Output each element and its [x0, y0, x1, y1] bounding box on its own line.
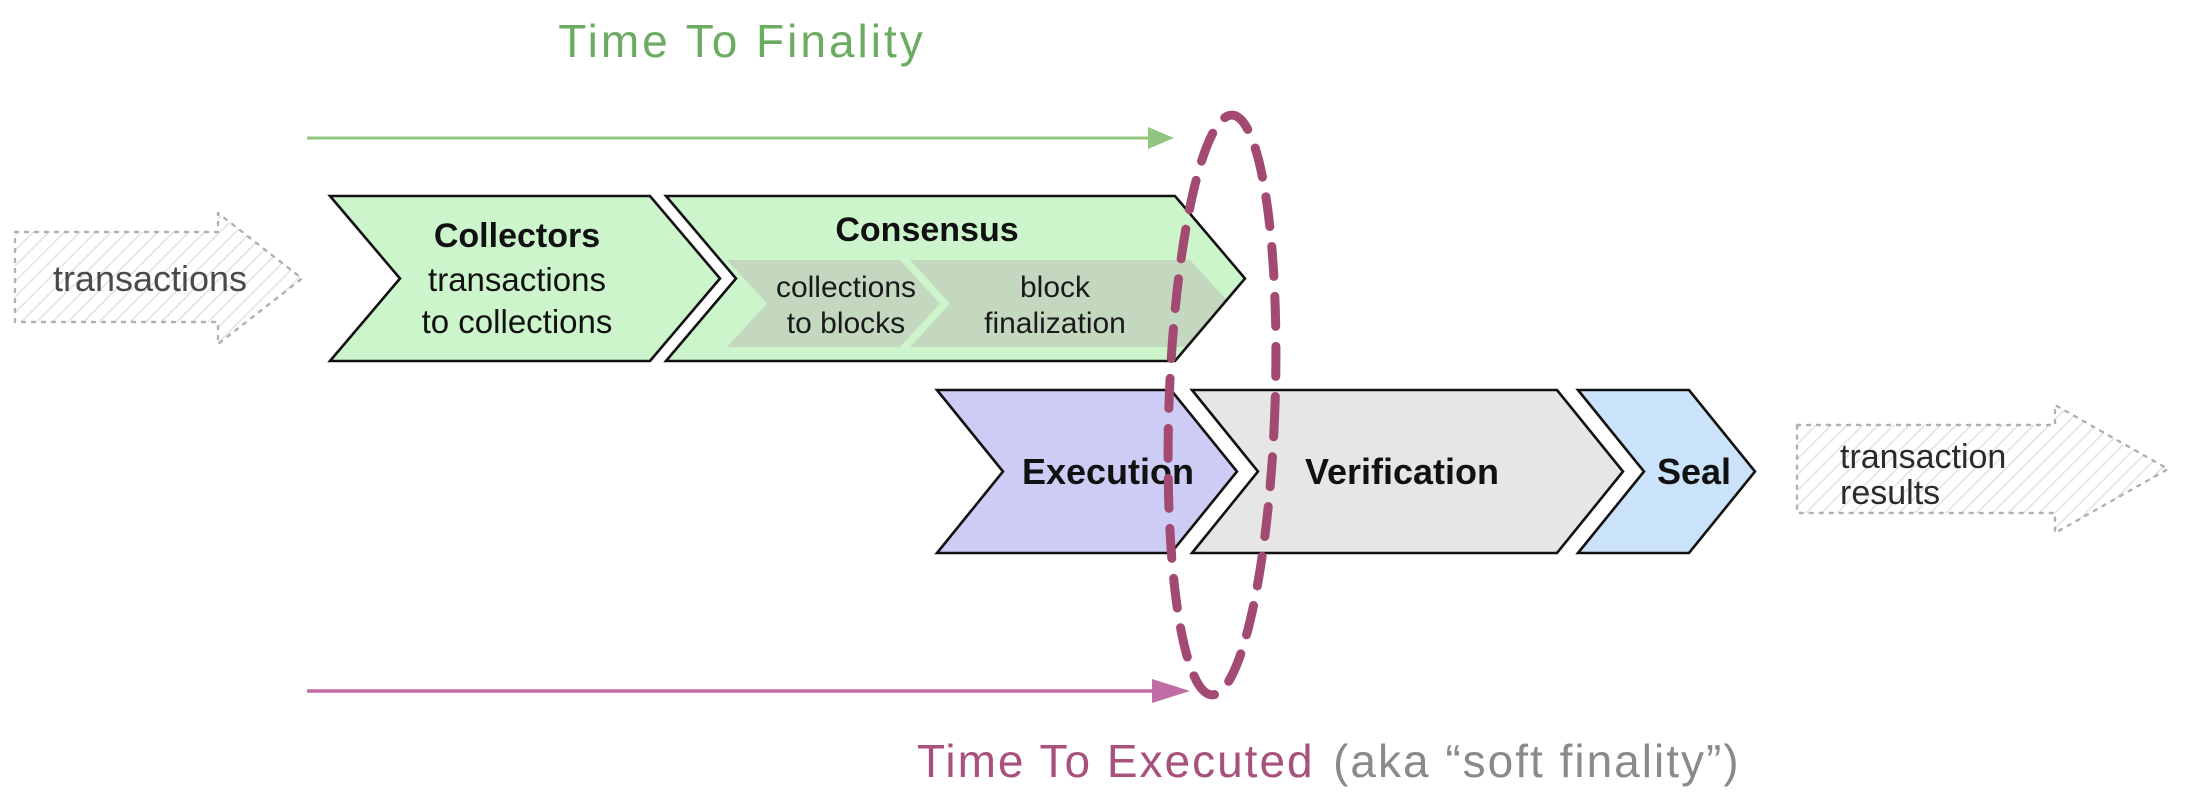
time-to-executed-title-primary: Time To Executed	[917, 735, 1315, 787]
transactions-input-label: transactions	[53, 258, 247, 299]
collectors-chevron: Collectors transactions to collections	[327, 194, 722, 363]
seal-chevron: Seal	[1575, 388, 1757, 555]
execution-chevron: Execution	[934, 388, 1239, 555]
consensus-sub1-line2: to blocks	[787, 307, 905, 340]
consensus-sub1-line1: collections	[776, 271, 916, 304]
transactions-input-arrow: transactions	[13, 211, 304, 346]
collectors-line1: transactions	[428, 261, 606, 298]
consensus-substage-1	[727, 260, 940, 347]
seal-title: Seal	[1657, 451, 1731, 492]
collectors-line2: to collections	[422, 303, 613, 340]
executed-boundary-ellipse	[1163, 110, 1281, 700]
time-to-executed-title: Time To Executed (aka “soft finality”)	[917, 735, 1741, 787]
consensus-sub2-line2: finalization	[984, 307, 1126, 340]
time-to-executed-arrowhead-icon	[1152, 679, 1190, 703]
consensus-substage-2	[910, 260, 1230, 347]
time-to-finality-title: Time To Finality	[558, 15, 926, 67]
consensus-chevron: Consensus collections to blocks block fi…	[663, 194, 1247, 363]
time-to-finality-arrow	[307, 127, 1174, 149]
time-to-finality-arrowhead-icon	[1148, 127, 1174, 149]
verification-title: Verification	[1305, 451, 1499, 492]
verification-chevron: Verification	[1189, 388, 1625, 555]
collectors-title: Collectors	[434, 217, 600, 255]
transaction-results-arrow: transaction results	[1795, 403, 2170, 535]
transaction-results-label-line1: transaction	[1840, 438, 2006, 476]
time-to-executed-title-secondary: (aka “soft finality”)	[1333, 735, 1741, 787]
transaction-results-label-line2: results	[1840, 474, 1940, 512]
consensus-sub2-line1: block	[1020, 271, 1091, 304]
time-to-executed-arrow	[307, 679, 1190, 703]
consensus-title: Consensus	[835, 211, 1018, 249]
